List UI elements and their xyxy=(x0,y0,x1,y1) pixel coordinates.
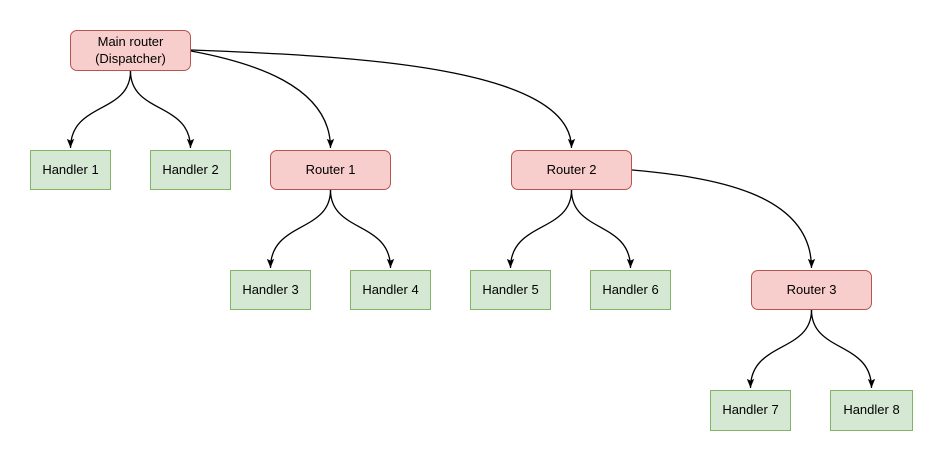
node-label: Router 3 xyxy=(786,281,837,297)
node-label: Handler 7 xyxy=(722,402,779,418)
edge-main-router-to-router-1 xyxy=(190,50,335,149)
node-label: Handler 8 xyxy=(843,402,900,418)
node-label: Handler 5 xyxy=(482,281,539,297)
edge-router-1-to-handler-3 xyxy=(266,189,332,269)
node-handler-3[interactable]: Handler 3 xyxy=(230,270,311,310)
edge-router-2-to-handler-5 xyxy=(506,189,573,269)
node-handler-2[interactable]: Handler 2 xyxy=(150,150,231,190)
node-label: Handler 4 xyxy=(362,281,419,297)
node-label: Main router (Dispatcher) xyxy=(95,34,166,66)
edge-main-router-to-handler-2 xyxy=(129,70,195,149)
node-handler-5[interactable]: Handler 5 xyxy=(470,270,551,310)
node-label: Handler 2 xyxy=(162,161,219,177)
node-handler-4[interactable]: Handler 4 xyxy=(350,270,431,310)
edge-main-router-to-handler-1 xyxy=(66,70,132,149)
node-handler-1[interactable]: Handler 1 xyxy=(30,150,111,190)
edge-router-2-to-handler-6 xyxy=(570,189,635,269)
node-router-3[interactable]: Router 3 xyxy=(751,270,872,310)
edge-router-3-to-handler-7 xyxy=(746,309,813,389)
node-label: Router 2 xyxy=(546,161,597,177)
edge-router-3-to-handler-8 xyxy=(810,309,876,389)
edge-main-router-to-router-2 xyxy=(190,49,576,149)
node-handler-7[interactable]: Handler 7 xyxy=(710,390,791,431)
node-main-router[interactable]: Main router (Dispatcher) xyxy=(70,30,191,71)
node-handler-6[interactable]: Handler 6 xyxy=(590,270,671,310)
node-label: Router 1 xyxy=(305,161,356,177)
node-router-2[interactable]: Router 2 xyxy=(511,150,632,190)
node-label: Handler 6 xyxy=(602,281,659,297)
edge-router-1-to-handler-4 xyxy=(329,189,395,269)
node-router-1[interactable]: Router 1 xyxy=(270,150,391,190)
node-label: Handler 1 xyxy=(42,161,99,177)
node-handler-8[interactable]: Handler 8 xyxy=(830,390,913,431)
node-label: Handler 3 xyxy=(242,281,299,297)
edge-router-2-to-router-3 xyxy=(631,169,816,269)
